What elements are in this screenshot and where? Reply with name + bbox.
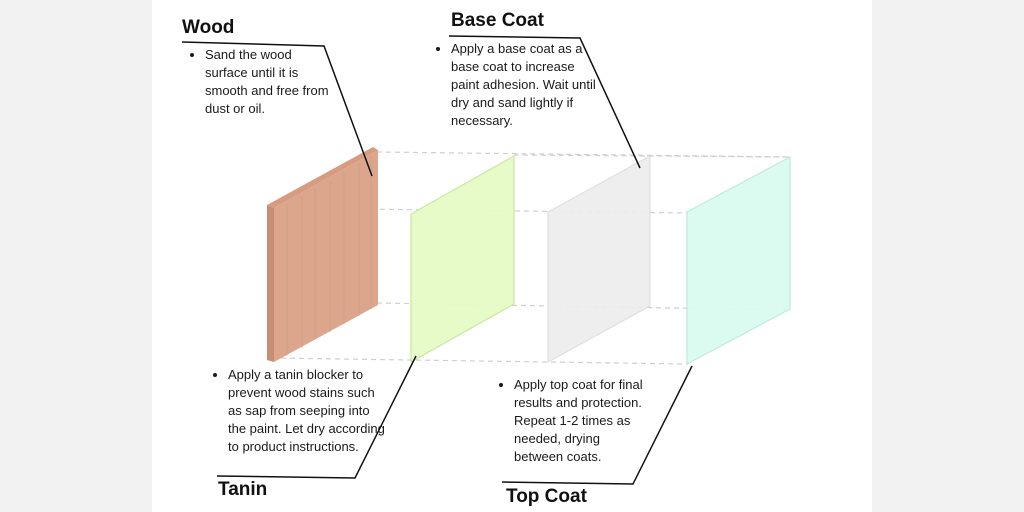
base-coat-callout-line (448, 35, 641, 169)
top-coat-step: Apply top coat for final results and pro… (514, 376, 652, 466)
wood-callout-line (181, 41, 373, 177)
wood-panel-top-edge (267, 147, 378, 208)
tanin-panel (410, 154, 515, 364)
diagram-canvas: Wood Sand the wood surface until it is s… (152, 0, 872, 512)
top-coat-callout-line (501, 365, 693, 485)
top-coat-steps: Apply top coat for final results and pro… (492, 376, 652, 466)
guide-line-top-back (376, 151, 791, 158)
wood-panel (267, 147, 378, 362)
tanin-steps: Apply a tanin blocker to prevent wood st… (206, 366, 388, 456)
guide-line-top-back-ext (513, 154, 791, 158)
tanin-callout-line (216, 355, 417, 479)
wood-panel-face (274, 150, 378, 362)
wood-panel-edge (267, 205, 274, 362)
base-coat-step: Apply a base coat as a base coat to incr… (451, 40, 603, 130)
base-coat-panel (547, 154, 651, 364)
tanin-title: Tanin (218, 479, 268, 500)
wood-grain (286, 156, 372, 356)
guide-line-bottom-front (271, 357, 689, 365)
base-coat-title: Base Coat (451, 10, 544, 31)
layer-diagram (181, 35, 791, 485)
wood-title: Wood (182, 17, 235, 38)
base-coat-steps: Apply a base coat as a base coat to incr… (429, 40, 603, 130)
tanin-step: Apply a tanin blocker to prevent wood st… (228, 366, 388, 456)
top-coat-panel (686, 155, 791, 366)
top-coat-title: Top Coat (506, 486, 587, 507)
wood-steps: Sand the wood surface until it is smooth… (183, 46, 330, 118)
wood-step: Sand the wood surface until it is smooth… (205, 46, 330, 118)
